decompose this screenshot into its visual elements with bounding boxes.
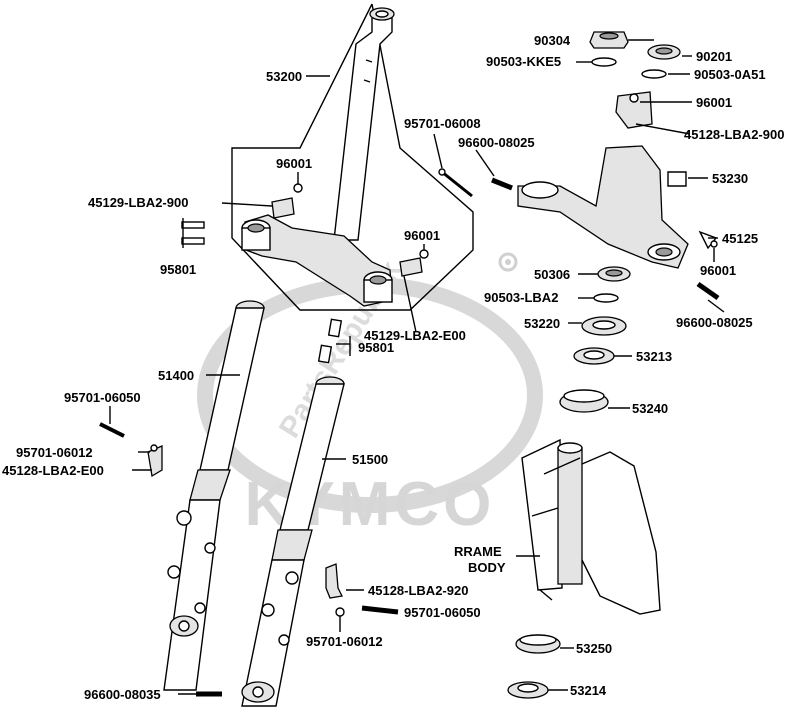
leader-lines (109, 39, 725, 695)
stem-callout-box (231, 3, 474, 311)
label-frame-rrame: RRAME (454, 544, 502, 559)
label-95801-a: 95801 (160, 262, 196, 277)
bolt-95701-06050-b (361, 605, 399, 615)
upper-triple-clamp-53230 (517, 145, 689, 269)
label-90201: 90201 (696, 49, 732, 64)
label-53240: 53240 (632, 401, 668, 416)
part-labels: 53200 96001 45129-LBA2-900 95801 95701-0… (2, 33, 784, 702)
label-90503-0a51: 90503-0A51 (694, 67, 766, 82)
label-45129-lba2-900: 45129-LBA2-900 (88, 195, 188, 210)
steering-stem (333, 7, 395, 241)
meter-bracket-45128-900 (615, 91, 653, 129)
label-50306: 50306 (534, 267, 570, 282)
nut-50306 (597, 266, 631, 282)
label-45125: 45125 (722, 231, 758, 246)
race-53240 (559, 389, 609, 413)
clamp-bracket-e00 (399, 257, 423, 277)
label-51500: 51500 (352, 452, 388, 467)
label-95801-b: 95801 (358, 340, 394, 355)
label-96001-b: 96001 (404, 228, 440, 243)
label-96600-08025-a: 96600-08025 (458, 135, 535, 150)
bolts-95801-a (181, 218, 205, 248)
label-90304: 90304 (534, 33, 571, 48)
nut-90304 (589, 31, 629, 49)
label-53214: 53214 (570, 683, 607, 698)
label-53250: 53250 (576, 641, 612, 656)
lower-triple-clamp (241, 214, 393, 307)
race-53214 (507, 681, 549, 699)
label-45128-lba2-920: 45128-LBA2-920 (368, 583, 468, 598)
nut-90201 (647, 44, 681, 60)
bolt-96001-a (293, 183, 303, 193)
bolt-96600-08025-a (491, 177, 513, 191)
label-95701-06012-b: 95701-06012 (306, 634, 383, 649)
bolts-95801-b (317, 318, 343, 364)
frame-body (521, 438, 661, 615)
clamp-bracket-900 (271, 197, 295, 219)
label-53230: 53230 (712, 171, 748, 186)
label-90503-kke5: 90503-KKE5 (486, 54, 561, 69)
watermark-gear-icon (498, 252, 518, 272)
label-95701-06012-a: 95701-06012 (16, 445, 93, 460)
race-53220 (581, 316, 627, 336)
label-96001-d: 96001 (700, 263, 736, 278)
label-90503-lba2: 90503-LBA2 (484, 290, 558, 305)
label-96001-a: 96001 (276, 156, 312, 171)
label-95701-06050-a: 95701-06050 (64, 390, 141, 405)
label-96600-08035: 96600-08035 (84, 687, 161, 702)
fork-leg-51400 (163, 300, 265, 691)
bolt-96001-d (710, 240, 718, 248)
label-53220: 53220 (524, 316, 560, 331)
bolt-95701-06008 (438, 168, 473, 198)
label-95701-06008: 95701-06008 (404, 116, 481, 131)
washer-90503-kke5 (591, 57, 617, 67)
race-53250 (515, 634, 561, 654)
label-51400: 51400 (158, 368, 194, 383)
bolt-96600-08025-b (696, 281, 720, 301)
race-53213 (573, 347, 615, 365)
label-45128-lba2-900: 45128-LBA2-900 (684, 127, 784, 142)
label-95701-06050-b: 95701-06050 (404, 605, 481, 620)
bracket-45128-e00 (147, 444, 163, 478)
label-45128-lba2-e00: 45128-LBA2-E00 (2, 463, 104, 478)
bracket-45128-920 (325, 563, 343, 599)
washer-90503-0a51 (641, 69, 667, 79)
bolt-95701-06012-b (335, 607, 345, 617)
fork-leg-51500 (241, 376, 345, 707)
label-96600-08025-b: 96600-08025 (676, 315, 753, 330)
bolt-96001-b (419, 249, 429, 259)
label-96001-c: 96001 (696, 95, 732, 110)
label-frame-body: BODY (468, 560, 506, 575)
label-53200: 53200 (266, 69, 302, 84)
washer-90503-lba2 (593, 293, 619, 303)
label-45129-lba2-e00: 45129-LBA2-E00 (364, 328, 466, 343)
bolt-95701-06050-a (99, 422, 125, 438)
label-53213: 53213 (636, 349, 672, 364)
